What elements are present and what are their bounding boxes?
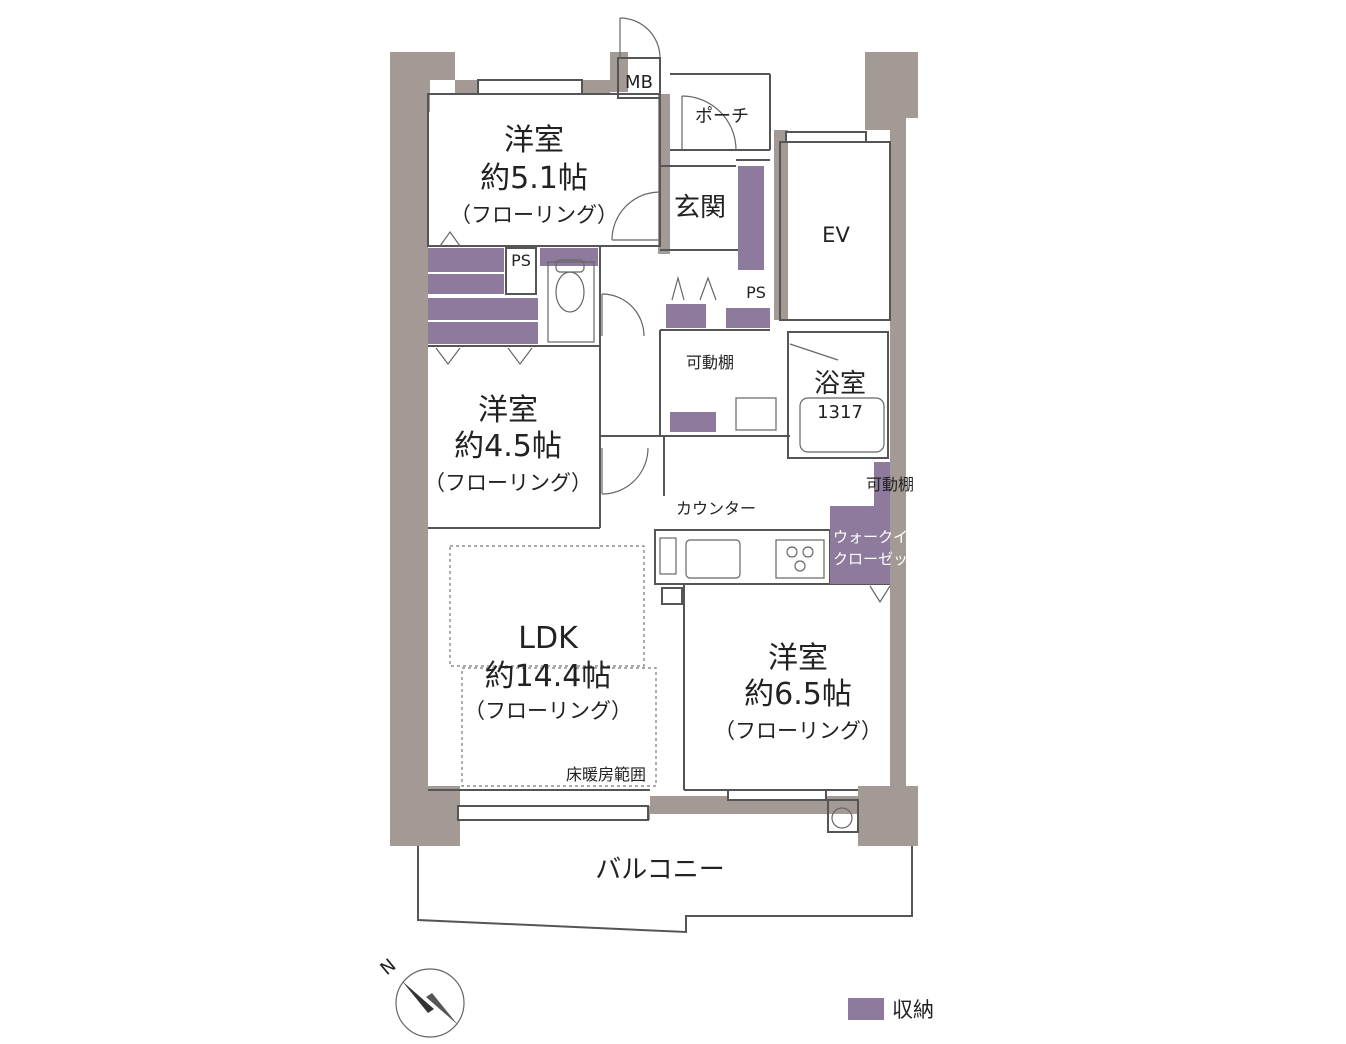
compass: N <box>376 955 465 1038</box>
room-floor-western-3: （フローリング） <box>714 719 882 743</box>
room-porch: ポーチ <box>695 106 749 127</box>
room-entrance: 玄関 <box>674 193 726 223</box>
compass-ring <box>395 968 465 1038</box>
room-name-ldk: LDK <box>518 621 579 656</box>
label-floor-heating: 床暖房範囲 <box>566 765 646 784</box>
room-size-western-1: 約5.1帖 <box>480 161 588 196</box>
floor-heating-area-1 <box>449 545 645 667</box>
room-floor-ldk: （フローリング） <box>464 699 632 723</box>
label-ps-1: PS <box>511 251 531 270</box>
legend-storage-swatch <box>848 998 884 1020</box>
room-floor-western-1: （フローリング） <box>450 203 618 227</box>
room-name-western-3: 洋室 <box>768 641 828 676</box>
room-name-western-1: 洋室 <box>504 123 564 158</box>
compass-n-label: N <box>376 955 400 980</box>
room-size-ldk: 約14.4帖 <box>485 659 612 694</box>
label-wic-line-1: ウォークイン <box>833 528 923 546</box>
label-counter: カウンター <box>676 499 756 518</box>
label-adjustable-shelf-2: 可動棚 <box>866 475 914 494</box>
room-size-bath: 1317 <box>817 402 863 423</box>
windows <box>457 79 867 821</box>
label-adjustable-shelf-1: 可動棚 <box>686 353 734 372</box>
label-mb: MB <box>625 72 653 93</box>
label-ps-2: PS <box>746 283 766 302</box>
room-name-western-2: 洋室 <box>478 393 538 428</box>
room-size-western-3: 約6.5帖 <box>744 677 852 712</box>
room-size-western-2: 約4.5帖 <box>454 429 562 464</box>
room-ev: EV <box>822 223 850 247</box>
compass-needle-south <box>426 993 458 1025</box>
room-floor-western-2: （フローリング） <box>424 471 592 495</box>
balcony-outline <box>417 846 913 934</box>
label-wic-line-2: クローゼット <box>833 550 923 568</box>
room-name-bath: 浴室 <box>814 369 866 399</box>
compass-needle-north <box>402 981 434 1013</box>
legend-storage-label: 収納 <box>892 998 934 1022</box>
door-swings <box>435 17 891 604</box>
floor-heating-area-2 <box>461 667 657 787</box>
legend: 収納 <box>848 998 934 1022</box>
storage-areas <box>428 166 890 584</box>
ps1-text: PS <box>511 251 531 270</box>
interior-lines <box>427 57 891 833</box>
room-balcony: バルコニー <box>595 855 724 885</box>
fixtures <box>505 247 885 579</box>
